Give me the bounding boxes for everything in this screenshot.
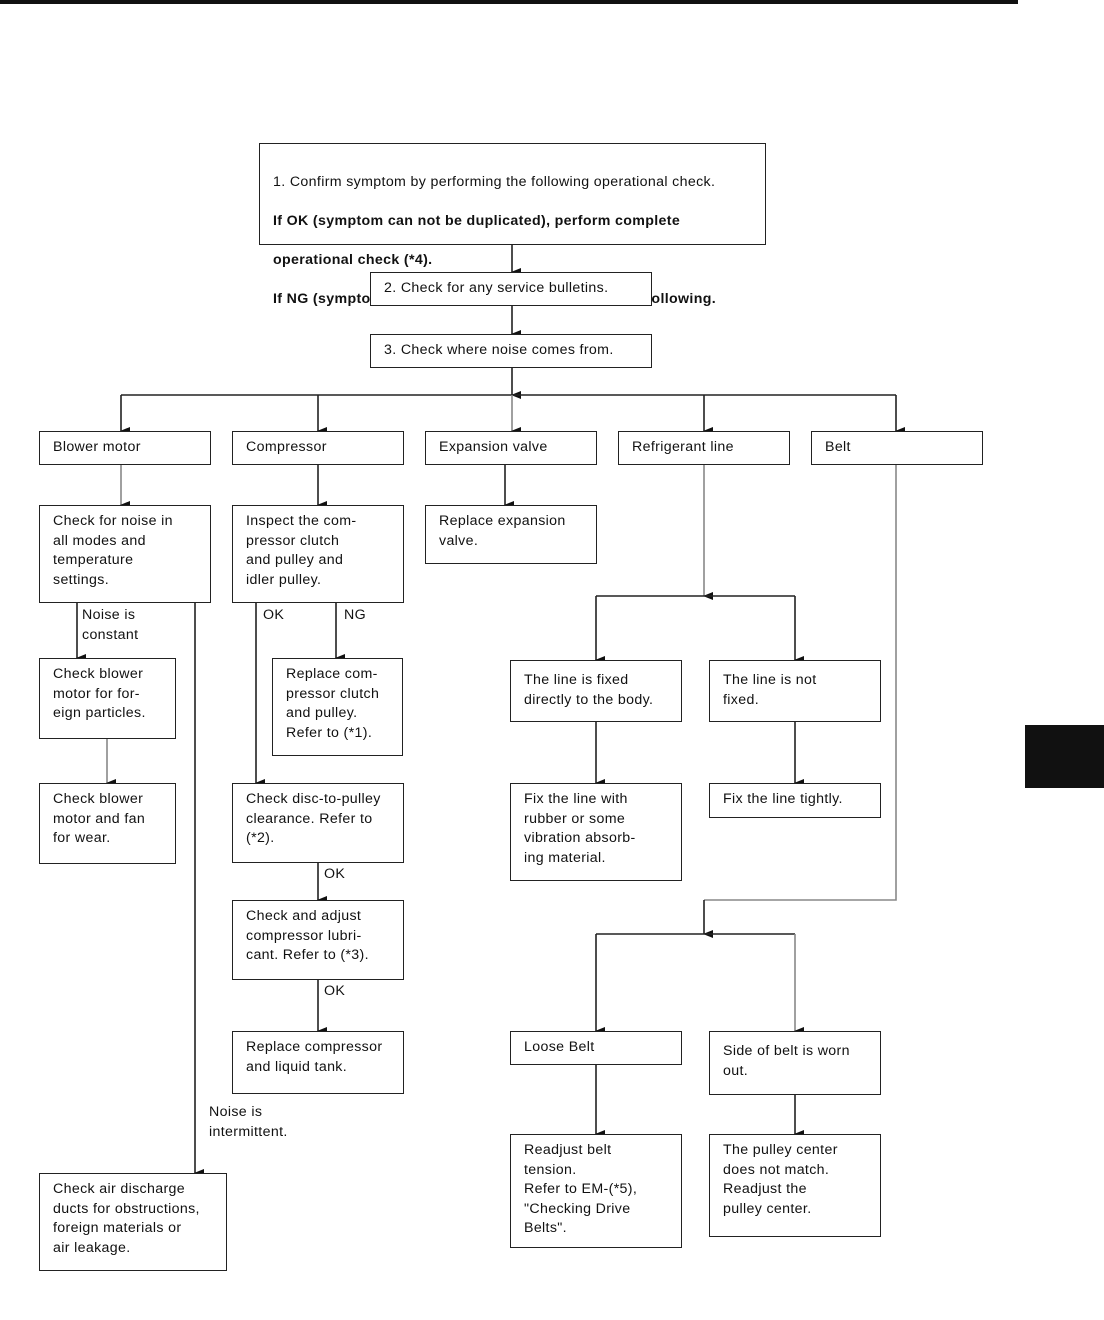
blower-check-noise-box: Check for noise in all modes and tempera… bbox=[39, 505, 211, 603]
noise-intermittent-label: Noise is intermittent. bbox=[209, 1104, 288, 1140]
replace-compressor-box: Replace compressor and liquid tank. bbox=[232, 1031, 404, 1094]
check-lubricant-box: Check and adjust compressor lubri- cant.… bbox=[232, 900, 404, 980]
pulley-center-box: The pulley center does not match. Readju… bbox=[709, 1134, 881, 1237]
inspect-compressor-box: Inspect the com- pressor clutch and pull… bbox=[232, 505, 404, 603]
category-blower-motor: Blower motor bbox=[39, 431, 211, 465]
category-refrigerant-line: Refrigerant line bbox=[618, 431, 790, 465]
category-compressor: Compressor bbox=[232, 431, 404, 465]
compressor-ng-label: NG bbox=[344, 607, 366, 623]
step1-line3: operational check (*4). bbox=[273, 251, 433, 268]
fix-tightly-box: Fix the line tightly. bbox=[709, 783, 881, 818]
blower-check-particles-box: Check blower motor for for- eign particl… bbox=[39, 658, 176, 739]
fix-with-rubber-box: Fix the line with rubber or some vibrati… bbox=[510, 783, 682, 881]
category-expansion-valve: Expansion valve bbox=[425, 431, 597, 465]
side-of-belt-worn-box: Side of belt is worn out. bbox=[709, 1031, 881, 1095]
compressor-ok-label: OK bbox=[263, 607, 285, 623]
replace-clutch-box: Replace com- pressor clutch and pulley. … bbox=[272, 658, 403, 756]
line-fixed-box: The line is fixed directly to the body. bbox=[510, 660, 682, 722]
category-belt: Belt bbox=[811, 431, 983, 465]
step2-box: 2. Check for any service bulletins. bbox=[370, 272, 652, 306]
lubricant-ok-label: OK bbox=[324, 983, 346, 999]
replace-expansion-valve-box: Replace expansion valve. bbox=[425, 505, 597, 564]
line-not-fixed-box: The line is not fixed. bbox=[709, 660, 881, 722]
step3-box: 3. Check where noise comes from. bbox=[370, 334, 652, 368]
check-clearance-box: Check disc-to-pulley clearance. Refer to… bbox=[232, 783, 404, 863]
step1-line2: If OK (symptom can not be duplicated), p… bbox=[273, 212, 681, 229]
loose-belt-box: Loose Belt bbox=[510, 1031, 682, 1065]
noise-constant-label: Noise is constant bbox=[82, 607, 139, 643]
check-air-ducts-box: Check air discharge ducts for obstructio… bbox=[39, 1173, 227, 1271]
blower-check-wear-box: Check blower motor and fan for wear. bbox=[39, 783, 176, 864]
step1-box: 1. Confirm symptom by performing the fol… bbox=[259, 143, 766, 307]
step1-line1: 1. Confirm symptom by performing the fol… bbox=[273, 173, 716, 190]
line-belt-down bbox=[704, 465, 897, 901]
readjust-belt-tension-box: Readjust belt tension. Refer to EM-(*5),… bbox=[510, 1134, 682, 1248]
section-tab-marker bbox=[1025, 725, 1104, 788]
top-rule bbox=[0, 0, 1018, 4]
clearance-ok-label: OK bbox=[324, 866, 346, 882]
